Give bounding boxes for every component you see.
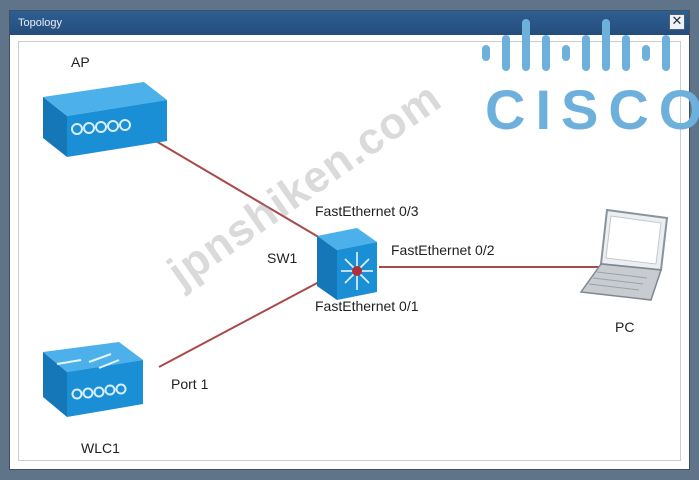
- link-ap-sw1: [148, 136, 328, 243]
- topology-diagram: [43, 82, 669, 417]
- cisco-bars-icon: [482, 19, 670, 71]
- link-wlc-sw1: [158, 281, 320, 368]
- window-title: Topology: [18, 17, 63, 29]
- device-label-pc: PC: [615, 319, 635, 335]
- port-label-fa0-3: FastEthernet 0/3: [315, 203, 419, 219]
- cisco-logo-text: CISCO: [485, 78, 699, 141]
- close-icon[interactable]: ✕: [669, 14, 685, 30]
- laptop-icon: [579, 208, 669, 301]
- topology-window: Topology ✕: [9, 10, 699, 470]
- window-titlebar: Topology ✕: [10, 11, 689, 35]
- device-label-wlc1: WLC1: [81, 440, 120, 456]
- port-label-fa0-1: FastEthernet 0/1: [315, 298, 419, 314]
- device-label-sw1: SW1: [267, 250, 298, 266]
- cisco-logo: CISCO: [480, 17, 699, 141]
- access-point-icon: [43, 82, 167, 157]
- multilayer-switch-icon: [317, 228, 377, 300]
- port-label-fa0-2: FastEthernet 0/2: [391, 242, 495, 258]
- port-label-wlc-port1: Port 1: [171, 376, 209, 392]
- topology-canvas: AP WLC1 SW1 PC FastEthernet 0/3 FastEthe…: [18, 41, 681, 461]
- device-label-ap: AP: [71, 54, 90, 70]
- wireless-lan-controller-icon: [43, 342, 143, 417]
